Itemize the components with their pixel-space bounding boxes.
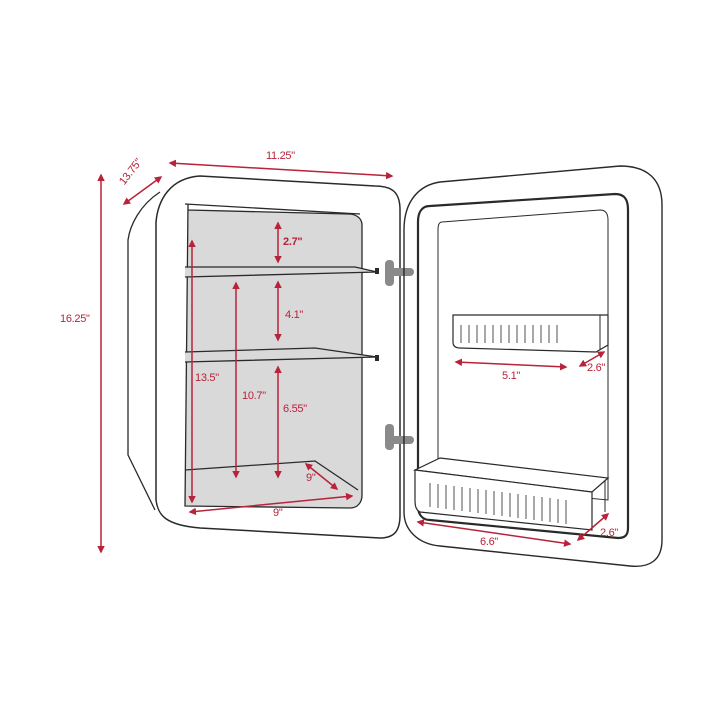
label-below-upper-shelf-height: 10.7" [242,390,266,402]
hinge-upper-icon [385,260,414,286]
label-interior-height: 13.5" [195,372,219,384]
label-overall-width: 11.25" [266,150,295,162]
label-door-upper-bin-width: 5.1" [502,370,520,382]
label-interior-depth: 9" [306,472,316,484]
label-bottom-compartment-height: 6.55" [283,403,307,415]
label-interior-width: 9" [273,507,283,519]
door-upper-bin [452,314,609,353]
fridge-door [403,165,663,567]
label-door-lower-bin-width: 6.6" [480,536,498,548]
label-door-upper-bin-depth: 2.6" [587,362,605,374]
hinge-lower-icon [385,424,414,450]
label-overall-height: 16.25" [60,313,90,325]
door-lower-bin [412,457,610,531]
label-top-compartment-height: 2.7" [283,236,303,248]
dimension-lines [97,159,610,554]
label-middle-compartment-height: 4.1" [285,309,303,321]
label-door-lower-bin-depth: 2.6" [600,527,618,539]
fridge-body [127,175,401,539]
